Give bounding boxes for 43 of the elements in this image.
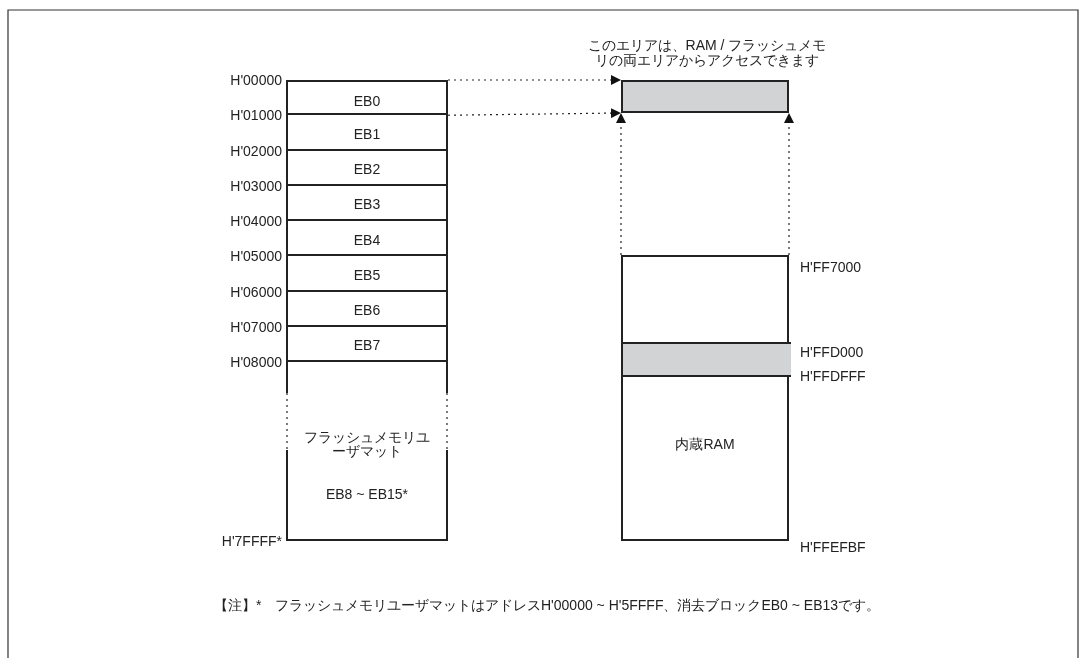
address-label: H'FFEFBF [800,539,866,555]
area-caption: このエリアは、RAM / フラッシュメモリの両エリアからアクセスできます [586,38,828,68]
arrow [447,108,622,119]
arrow [447,75,622,85]
memory-block [286,150,448,186]
block-label: EB5 [352,267,382,283]
address-label: H'04000 [230,213,282,229]
memory-block [621,255,789,541]
memory-block [286,185,448,221]
memory-block [286,80,448,116]
memory-block [286,362,448,541]
note-text: フラッシュメモリユーザマットはアドレスH'00000 ~ H'5FFFF、消去ブロックEB0 ~ EB13です。 [275,597,881,613]
memory-block [286,221,448,257]
address-label: H'FFD000 [800,344,864,360]
memory-block [286,115,448,151]
block-label: EB7 [352,338,382,354]
block-label: EB4 [352,232,382,248]
block-label: EB2 [352,162,382,178]
arrow [784,112,794,256]
address-label: H'05000 [230,248,282,265]
block-label: EB3 [352,197,382,213]
block-label: 内蔵RAM [674,437,736,452]
memory-block [286,291,448,327]
block-label: EB0 [352,93,382,109]
memory-block [286,256,448,292]
address-label: H'02000 [230,142,282,159]
address-label: H'06000 [230,283,282,300]
shared-area-band [623,342,791,377]
address-label: H'7FFFF* [221,533,282,549]
arrow [616,112,626,256]
block-range: EB8 ~ EB15* [324,487,410,502]
address-label: H'01000 [230,107,282,124]
block-label: EB6 [352,303,382,319]
address-label: H'08000 [230,354,282,370]
address-label: H'00000 [230,72,282,88]
address-label: H'03000 [230,177,282,194]
note-marker: 【注】* [214,597,262,613]
block-label: EB1 [352,126,382,142]
address-label: H'FFDFFF [800,368,866,384]
memory-block [286,326,448,362]
address-label: H'FF7000 [800,259,862,275]
address-label: H'07000 [230,318,282,335]
block-label: フラッシュメモリユーザマット [303,430,431,458]
